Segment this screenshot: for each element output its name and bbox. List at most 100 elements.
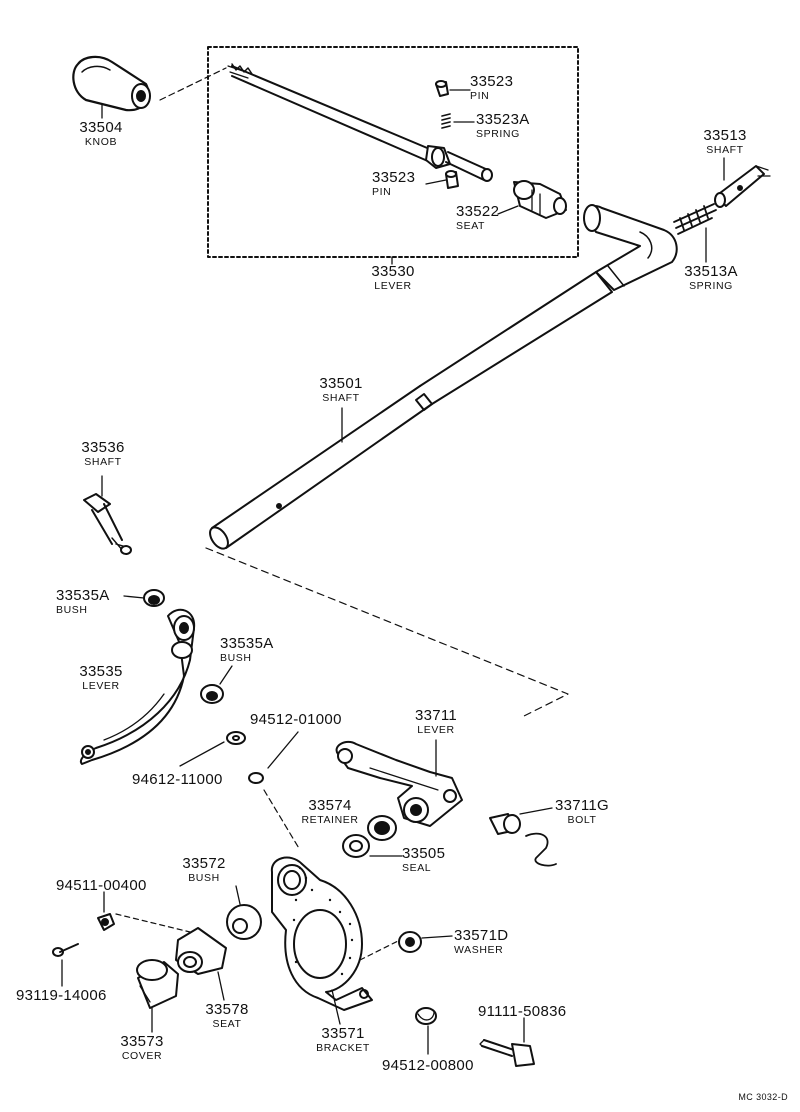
part-number: 33501 <box>319 375 363 392</box>
shaft-to-lever-dash <box>205 547 569 719</box>
part-name: RETAINER <box>301 814 359 826</box>
knob-to-lever-dash <box>159 67 227 101</box>
label-pin-lower: 33523 PIN <box>372 170 415 198</box>
lever-rod-part <box>227 63 493 182</box>
part-number: 91111-50836 <box>478 1003 567 1020</box>
part-number: 94512-01000 <box>250 711 342 728</box>
part-number: 33513 <box>703 127 747 144</box>
lever-curved-part <box>80 608 196 765</box>
part-number: 33711G <box>554 797 610 814</box>
label-seal: 33505 SEAL <box>402 846 445 874</box>
seat-33578-part <box>175 927 227 975</box>
cover-part <box>136 959 179 1009</box>
label-lever-curved: 33535 LEVER <box>70 664 132 692</box>
part-name: BUSH <box>188 872 220 884</box>
washer-33571d-part <box>398 931 422 953</box>
pin-top-part <box>435 80 449 97</box>
part-name: PIN <box>372 186 392 198</box>
label-nut-94511: 94511-00400 <box>56 878 147 893</box>
seat-top-part <box>513 180 567 219</box>
bracket-to-washer-dash <box>359 939 401 961</box>
part-number: 33513A <box>684 263 738 280</box>
label-seat-33578: 33578 SEAT <box>198 1002 256 1030</box>
washer-94512-part <box>248 772 264 784</box>
spring-right-part <box>673 203 717 235</box>
part-name: SEAL <box>402 862 432 874</box>
label-bush-33572: 33572 BUSH <box>176 856 232 884</box>
part-name: LEVER <box>82 680 120 692</box>
part-number: 94612-11000 <box>132 771 223 788</box>
part-number: 33530 <box>371 263 415 280</box>
lever-assembly-box <box>207 46 579 258</box>
part-name: SEAT <box>456 220 486 232</box>
part-number: 33523 <box>470 73 514 90</box>
label-washer-94512: 94512-01000 <box>250 712 342 727</box>
part-number: 94511-00400 <box>56 877 147 894</box>
part-name: SPRING <box>476 128 520 140</box>
nut-to-seat-dash <box>115 913 191 933</box>
label-bolt-33711g: 33711G BOLT <box>552 798 612 826</box>
part-number: 94512-00800 <box>382 1057 474 1074</box>
label-pin-top: 33523 PIN <box>470 74 513 102</box>
label-shaft-left: 33536 SHAFT <box>70 440 136 468</box>
retainer-part <box>367 815 397 841</box>
part-name: WASHER <box>454 944 504 956</box>
label-lever-33711: 33711 LEVER <box>404 708 468 736</box>
part-number: 33574 <box>308 797 352 814</box>
washer-94612-part <box>226 731 246 745</box>
washer-94512-008-part <box>415 1007 437 1025</box>
main-shaft-part <box>209 204 678 550</box>
part-name: SEAT <box>212 1018 242 1030</box>
washer-to-bracket-dash <box>263 789 301 851</box>
part-name: BRACKET <box>316 1042 370 1054</box>
shaft-left-part <box>83 493 132 555</box>
drawing-code: MC 3032-D <box>738 1092 788 1102</box>
label-knob: 33504 KNOB <box>66 120 136 148</box>
part-name: LEVER <box>417 724 455 736</box>
label-spring-small: 33523A SPRING <box>476 112 530 140</box>
part-name: SHAFT <box>706 144 744 156</box>
part-name: BUSH <box>56 604 88 616</box>
label-washer-94612: 94612-11000 <box>132 772 223 787</box>
seal-part <box>342 834 370 858</box>
part-number: 33571 <box>321 1025 365 1042</box>
label-retainer: 33574 RETAINER <box>288 798 372 826</box>
part-number: 33535A <box>56 587 110 604</box>
part-number: 33522 <box>456 203 500 220</box>
part-number: 33535A <box>220 635 274 652</box>
part-name: SHAFT <box>84 456 122 468</box>
part-name: KNOB <box>84 136 118 148</box>
lever-33711-part <box>335 740 463 827</box>
part-number: 33711 <box>414 707 458 724</box>
part-name: PIN <box>470 90 490 102</box>
pin-lower-part <box>445 170 459 189</box>
part-number: 33505 <box>402 845 446 862</box>
part-name: LEVER <box>374 280 412 292</box>
part-number: 33504 <box>79 119 123 136</box>
bolt-91111-part <box>479 1039 535 1067</box>
part-number: 33573 <box>120 1033 164 1050</box>
spring-small-part <box>441 113 451 129</box>
label-lever-assy: 33530 LEVER <box>356 264 430 292</box>
part-number: 33536 <box>81 439 125 456</box>
knob-part <box>72 55 151 112</box>
label-spring-right: 33513A SPRING <box>674 264 748 292</box>
part-name: BOLT <box>567 814 597 826</box>
part-number: 33578 <box>205 1001 249 1018</box>
bracket-part <box>270 856 373 1011</box>
part-number: 33523A <box>476 111 530 128</box>
part-number: 33572 <box>182 855 226 872</box>
part-number: 93119-14006 <box>16 987 107 1004</box>
bush-mid-part <box>200 684 224 704</box>
part-number: 33571D <box>454 927 509 944</box>
label-washer-94512-008: 94512-00800 <box>382 1058 474 1073</box>
label-washer-33571d: 33571D WASHER <box>454 928 508 956</box>
label-main-shaft: 33501 SHAFT <box>306 376 376 404</box>
part-name: SPRING <box>689 280 733 292</box>
label-shaft-right: 33513 SHAFT <box>692 128 758 156</box>
part-name: BUSH <box>220 652 252 664</box>
label-cover: 33573 COVER <box>112 1034 172 1062</box>
bolt-33711g-part <box>489 813 557 867</box>
